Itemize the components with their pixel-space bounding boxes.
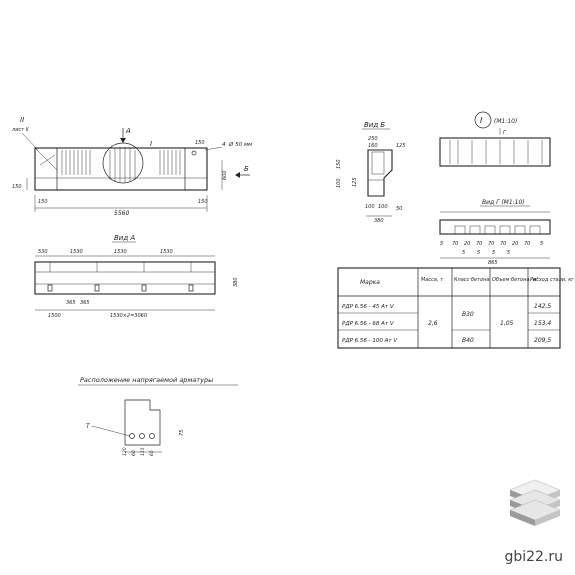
concrete-class-1: В40 (462, 337, 474, 344)
view-i-marker: I (480, 116, 483, 125)
view-a-arrow-label: A (125, 127, 131, 135)
volume-value: 1,05 (500, 320, 514, 327)
dim-right-bottom: 150 (198, 199, 208, 205)
detail-circle (102, 142, 144, 184)
slab-stack-logo (509, 479, 561, 526)
hatch-right (159, 150, 181, 175)
rebar-dim-0: 120 (122, 447, 128, 456)
view-b: Вид Б 250 160 125 150 100 125 100 100 50… (336, 121, 406, 224)
th-mass: Масса, т (421, 277, 444, 283)
view-a-dim-2: 1530 (114, 249, 127, 255)
row-1-mark: РДР 6.56 - 68 Ат V (342, 321, 395, 327)
view-a-dim-right: 380 (233, 277, 239, 287)
view-g-dim-3: 70 (476, 241, 482, 247)
rod-prefix: 4 (222, 142, 226, 148)
view-b-title: Вид Б (364, 121, 385, 129)
main-elevation: II лист II (11, 116, 252, 217)
view-b-dim-right: 125 (396, 143, 406, 149)
view-a-mid-1: 365 (80, 300, 90, 306)
dim-top-right: 150 (195, 140, 205, 146)
rebar-dim-2: 115 (140, 447, 146, 456)
view-g: Вид Г (М1:10) 5 70 20 70 70 70 20 70 5 5… (439, 199, 551, 266)
row-1-steel: 153,4 (534, 320, 551, 327)
hatch-left (61, 150, 91, 175)
dim-overall: 5560 (114, 210, 129, 217)
view-i-arrow: Г (503, 130, 507, 136)
view-g-dim-0: 5 (440, 241, 443, 247)
view-g-dim-5: 70 (500, 241, 506, 247)
view-b-section (367, 149, 393, 197)
view-g-mid-3: 5 (507, 250, 510, 256)
rebar-dim-1: 60 (131, 450, 137, 456)
view-a-mid-0: 365 (66, 300, 76, 306)
view-g-dim-overall: 865 (488, 260, 498, 266)
view-b-dim-bottom-right: 50 (396, 206, 402, 212)
dim-left-bottom: 150 (38, 199, 48, 205)
view-g-dim-1: 70 (452, 241, 458, 247)
view-b-dim-top2: 160 (368, 143, 378, 149)
view-b-arrow-label: Б (244, 165, 249, 173)
view-g-mid-0: 5 (462, 250, 465, 256)
view-i: I (М1:10) Г (439, 111, 551, 167)
view-g-dim-6: 20 (512, 241, 518, 247)
concrete-class-0: В30 (462, 311, 474, 318)
row-0-steel: 142,5 (534, 303, 551, 310)
view-g-dim-2: 20 (464, 241, 470, 247)
th-mark: Марка (360, 279, 380, 286)
view-b-dim-left-1: 150 (336, 159, 342, 169)
view-a-dim-1: 1530 (70, 249, 83, 255)
rebar-dim-3: 65 (149, 450, 155, 456)
view-i-body (439, 137, 551, 167)
rebar-label: Т (86, 423, 91, 430)
view-a-dim-0: 530 (38, 249, 48, 255)
view-b-dim-left-2: 100 (336, 178, 342, 188)
rebar-title: Расположение напрягаемой арматуры (80, 376, 213, 384)
rod-note: Ø 50 мм (228, 141, 252, 148)
view-g-dim-8: 5 (540, 241, 543, 247)
view-g-title: Вид Г (М1:10) (482, 199, 525, 206)
view-a-title: Вид А (114, 234, 135, 242)
rebar-section-outline (124, 399, 161, 446)
view-a: Вид А 530 1530 1530 1530 380 365 365 150… (34, 234, 239, 319)
mass-value: 2,6 (428, 320, 438, 327)
dim-right-height: 600 (222, 170, 228, 180)
th-steel: Расход стали, кг (530, 277, 574, 283)
view-b-dim-left-3: 125 (352, 177, 358, 187)
view-b-dim-bottom-1: 100 (365, 204, 375, 210)
view-i-circle (474, 111, 492, 129)
rebar-dim-right: 75 (179, 430, 185, 436)
view-b-dim-top: 250 (368, 136, 378, 142)
th-volume: Объем бетона, м³ (492, 277, 538, 283)
view-a-dim-3: 1530 (160, 249, 173, 255)
row-2-steel: 209,5 (534, 337, 551, 344)
view-a-dim-chain: 1530×2=3060 (110, 313, 147, 319)
watermark-text: gbi22.ru (504, 549, 563, 565)
view-b-dim-bottom-2: 100 (378, 204, 388, 210)
th-class: Класс бетона (454, 277, 489, 283)
view-i-scale: (М1:10) (494, 118, 517, 125)
view-g-dim-7: 70 (524, 241, 530, 247)
section-label: II (20, 116, 24, 124)
view-a-body (34, 261, 216, 295)
beam-outline (34, 147, 208, 191)
marker-i-label: I (150, 140, 152, 148)
view-g-mid-1: 5 (477, 250, 480, 256)
spec-table: Марка Масса, т Класс бетона Объем бетона… (337, 267, 574, 349)
section-sub: лист II (11, 127, 29, 133)
view-g-dim-4: 70 (488, 241, 494, 247)
view-g-mid-2: 5 (492, 250, 495, 256)
view-a-dim-left: 1500 (48, 313, 61, 319)
dim-left-height: 150 (12, 184, 22, 190)
view-b-dim-overall: 380 (374, 218, 384, 224)
rebar-section: Расположение напрягаемой арматуры Т 75 1… (78, 376, 238, 456)
row-0-mark: РДР 6.56 - 45 Ат V (342, 304, 395, 310)
row-2-mark: РДР 6.56 - 100 Ат V (342, 338, 398, 344)
